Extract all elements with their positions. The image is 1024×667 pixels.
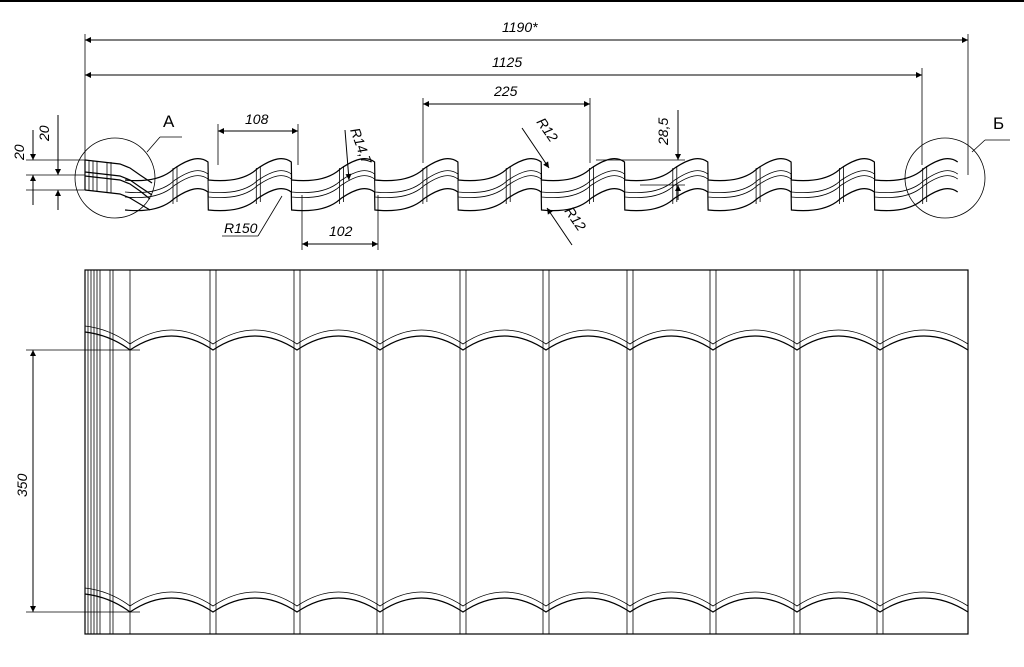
- dim-profile-height-label: 28,5: [655, 118, 671, 146]
- dim-overall-width: 1190*: [84, 19, 969, 175]
- detail-b-label: Б: [993, 114, 1004, 133]
- left-edge-profile: [84, 159, 153, 211]
- dim-step-length-label: 350: [14, 473, 30, 497]
- dim-step-length: 350: [14, 349, 140, 613]
- plan-view: [84, 269, 969, 635]
- profile-section-view: [124, 158, 959, 212]
- profile-line-4: [124, 188, 959, 212]
- radius-r12-bottom: R12: [546, 204, 590, 246]
- dim-wave-pitch: 225: [422, 83, 591, 163]
- dim-edge-heights: 20 20: [11, 115, 85, 210]
- profile-line-3: [124, 175, 958, 198]
- radius-r150: R150: [222, 195, 283, 237]
- radius-r150-label: R150: [224, 220, 258, 236]
- radius-r14-7-label: R14,7: [347, 126, 375, 168]
- dim-crest-width: 108: [217, 111, 299, 165]
- detail-a-label: А: [163, 112, 175, 131]
- dim-edge-height-2-label: 20: [36, 125, 52, 142]
- radius-r12-top: R12: [521, 115, 562, 169]
- profile-line-1: [124, 158, 959, 182]
- detail-a-circle: [74, 137, 156, 219]
- radius-r12-top-label: R12: [534, 115, 562, 145]
- detail-b-circle: [904, 137, 986, 219]
- radius-r12-bottom-label: R12: [562, 204, 590, 234]
- dim-trough-width: 102: [301, 195, 379, 250]
- plan-step-row-inner-2: [84, 587, 969, 607]
- plan-step-row-inner-1: [84, 325, 969, 345]
- dim-useful-width: 1125: [85, 54, 923, 165]
- dim-overall-width-label: 1190*: [502, 19, 538, 35]
- dim-profile-height: 28,5: [596, 110, 685, 200]
- dim-wave-pitch-label: 225: [493, 83, 518, 99]
- dim-edge-height-1-label: 20: [11, 144, 27, 161]
- plan-step-row-2: [84, 593, 969, 613]
- dim-useful-width-label: 1125: [492, 54, 522, 70]
- dim-crest-width-label: 108: [245, 111, 269, 127]
- detail-a-leader: [146, 136, 161, 153]
- dim-trough-width-label: 102: [329, 223, 353, 239]
- detail-b-leader: [971, 139, 986, 153]
- plan-step-row-1: [84, 331, 969, 351]
